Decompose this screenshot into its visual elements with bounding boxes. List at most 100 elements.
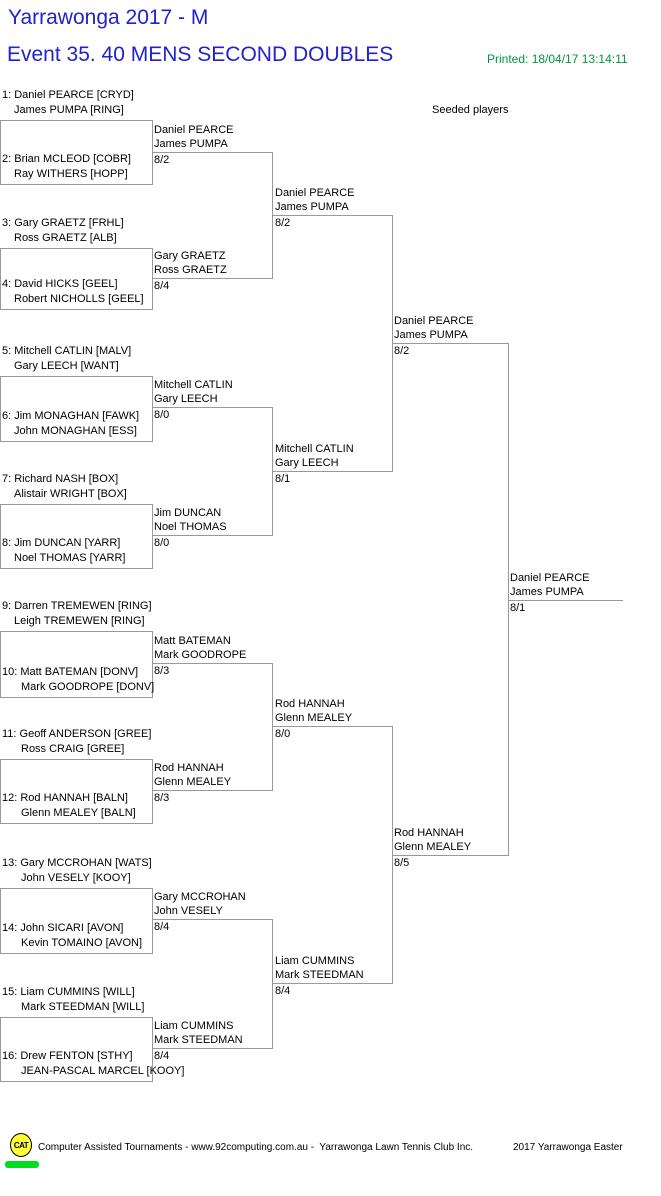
bracket-vline — [0, 120, 1, 185]
winner-name1: Gary MCCROHAN — [154, 891, 246, 903]
winner-entry: Matt BATEMAN Mark GOODROPE — [154, 634, 246, 662]
match-score: 8/0 — [154, 537, 170, 549]
team-entry: 12: Rod HANNAH [BALN]Glenn MEALEY [BALN] — [2, 791, 136, 821]
winner-name1: Daniel PEARCE — [510, 572, 590, 584]
winner-name2: Ross GRAETZ — [154, 264, 227, 276]
winner-name1: Rod HANNAH — [394, 827, 464, 839]
team-entry: 11: Geoff ANDERSON [GREE]Ross CRAIG [GRE… — [2, 727, 151, 757]
bracket-vline — [152, 1017, 153, 1082]
winner-name1: Matt BATEMAN — [154, 635, 231, 647]
bracket-hline — [0, 441, 153, 442]
bracket-vline — [152, 248, 153, 310]
team-line1: 15: Liam CUMMINS [WILL] — [2, 986, 135, 998]
winner-entry: Rod HANNAH Glenn MEALEY — [394, 826, 471, 854]
team-line2: JEAN-PASCAL MARCEL [KOOY] — [21, 1065, 185, 1077]
bracket-hline — [0, 568, 153, 569]
bracket-hline — [392, 343, 509, 344]
bracket-vline — [272, 663, 273, 791]
team-line1: 1: Daniel PEARCE [CRYD] — [2, 89, 134, 101]
cat-logo-icon: CAT — [10, 1133, 32, 1157]
seeded-players-label: Seeded players — [432, 104, 509, 116]
match-score: 8/4 — [275, 985, 291, 997]
footer-credit: Computer Assisted Tournaments - www.92co… — [38, 1142, 474, 1153]
team-entry: 16: Drew FENTON [STHY] JEAN-PASCAL MARCEL… — [2, 1049, 184, 1079]
bracket-vline — [152, 759, 153, 824]
winner-name1: Jim DUNCAN — [154, 507, 222, 519]
winner-name2: Mark GOODROPE — [154, 649, 247, 661]
winner-entry: Daniel PEARCE James PUMPA — [510, 571, 589, 599]
team-line2: Mark STEEDMAN [WILL] — [21, 1001, 145, 1013]
event-title: Event 35. 40 MENS SECOND DOUBLES — [7, 43, 394, 66]
match-score: 8/4 — [154, 280, 170, 292]
bracket-hline — [272, 471, 393, 472]
team-entry: 10: Matt BATEMAN [DONV]Mark GOODROPE [DO… — [2, 665, 154, 695]
winner-name2: Glenn MEALEY — [154, 776, 232, 788]
bracket-vline — [0, 504, 1, 569]
team-line2: Noel THOMAS [YARR] — [14, 552, 126, 564]
bracket-vline — [152, 376, 153, 442]
winner-name2: Mark STEEDMAN — [275, 969, 364, 981]
bracket-hline — [152, 919, 273, 920]
team-line1: 4: David HICKS [GEEL] — [2, 278, 118, 290]
match-score: 8/4 — [154, 921, 170, 933]
winner-name2: James PUMPA — [154, 138, 228, 150]
winner-name1: Mitchell CATLIN — [154, 379, 233, 391]
bracket-hline — [0, 376, 153, 377]
match-score: 8/5 — [394, 857, 410, 869]
team-line2: Alistair WRIGHT [BOX] — [14, 488, 127, 500]
winner-name2: Gary LEECH — [154, 393, 218, 405]
printed-timestamp: Printed: 18/04/17 13:14:11 — [487, 52, 628, 66]
team-entry: 6: Jim MONAGHAN [FAWK] John MONAGHAN [ESS… — [2, 409, 139, 439]
team-line1: 6: Jim MONAGHAN [FAWK] — [2, 410, 140, 422]
match-score: 8/0 — [154, 409, 170, 421]
bracket-hline — [0, 309, 153, 310]
winner-name2: Glenn MEALEY — [275, 712, 353, 724]
bracket-hline — [152, 407, 273, 408]
winner-name1: Daniel PEARCE — [394, 315, 474, 327]
bracket-hline — [152, 790, 273, 791]
bracket-vline — [0, 888, 1, 954]
bracket-hline — [0, 1081, 153, 1082]
team-entry: 9: Darren TREMEWEN [RING]Leigh TREMEWEN … — [2, 599, 152, 629]
winner-name1: Rod HANNAH — [275, 698, 345, 710]
bracket-hline — [0, 504, 153, 505]
winner-name2: Glenn MEALEY — [394, 841, 472, 853]
bracket-vline — [152, 888, 153, 954]
bracket-hline — [0, 631, 153, 632]
bracket-hline — [152, 1048, 273, 1049]
match-score: 8/3 — [154, 792, 170, 804]
match-score: 8/4 — [154, 1050, 170, 1062]
team-line1: 2: Brian MCLEOD [COBR] — [2, 153, 131, 165]
team-entry: 13: Gary MCCROHAN [WATS]John VESELY [KOO… — [2, 856, 152, 886]
bracket-hline — [272, 726, 393, 727]
team-line1: 3: Gary GRAETZ [FRHL] — [2, 217, 124, 229]
team-line1: 8: Jim DUNCAN [YARR] — [2, 537, 121, 549]
team-line1: 13: Gary MCCROHAN [WATS] — [2, 857, 152, 869]
team-line2: John MONAGHAN [ESS] — [14, 425, 137, 437]
winner-entry: Jim DUNCAN Noel THOMAS — [154, 506, 227, 534]
team-line2: Kevin TOMAINO [AVON] — [21, 937, 143, 949]
logo-underline-bar — [5, 1161, 39, 1168]
team-line1: 12: Rod HANNAH [BALN] — [2, 792, 128, 804]
bracket-vline — [508, 343, 509, 856]
winner-name2: James PUMPA — [510, 586, 584, 598]
team-entry: 3: Gary GRAETZ [FRHL]Ross GRAETZ [ALB] — [2, 216, 124, 246]
team-line1: 16: Drew FENTON [STHY] — [2, 1050, 133, 1062]
team-line1: 5: Mitchell CATLIN [MALV] — [2, 345, 132, 357]
team-entry: 15: Liam CUMMINS [WILL] Mark STEEDMAN [WI… — [2, 985, 144, 1015]
bracket-hline — [0, 888, 153, 889]
team-line1: 10: Matt BATEMAN [DONV] — [2, 666, 139, 678]
team-entry: 1: Daniel PEARCE [CRYD]James PUMPA [RING… — [2, 88, 134, 118]
bracket-hline — [0, 759, 153, 760]
bracket-hline — [272, 215, 393, 216]
bracket-vline — [0, 376, 1, 442]
team-entry: 8: Jim DUNCAN [YARR] Noel THOMAS [YARR] — [2, 536, 125, 566]
team-line2: Ross CRAIG [GREE] — [21, 743, 125, 755]
team-entry: 14: John SICARI [AVON] Kevin TOMAINO [AVO… — [2, 921, 142, 951]
team-line1: 14: John SICARI [AVON] — [2, 922, 124, 934]
winner-name2: Noel THOMAS — [154, 521, 227, 533]
